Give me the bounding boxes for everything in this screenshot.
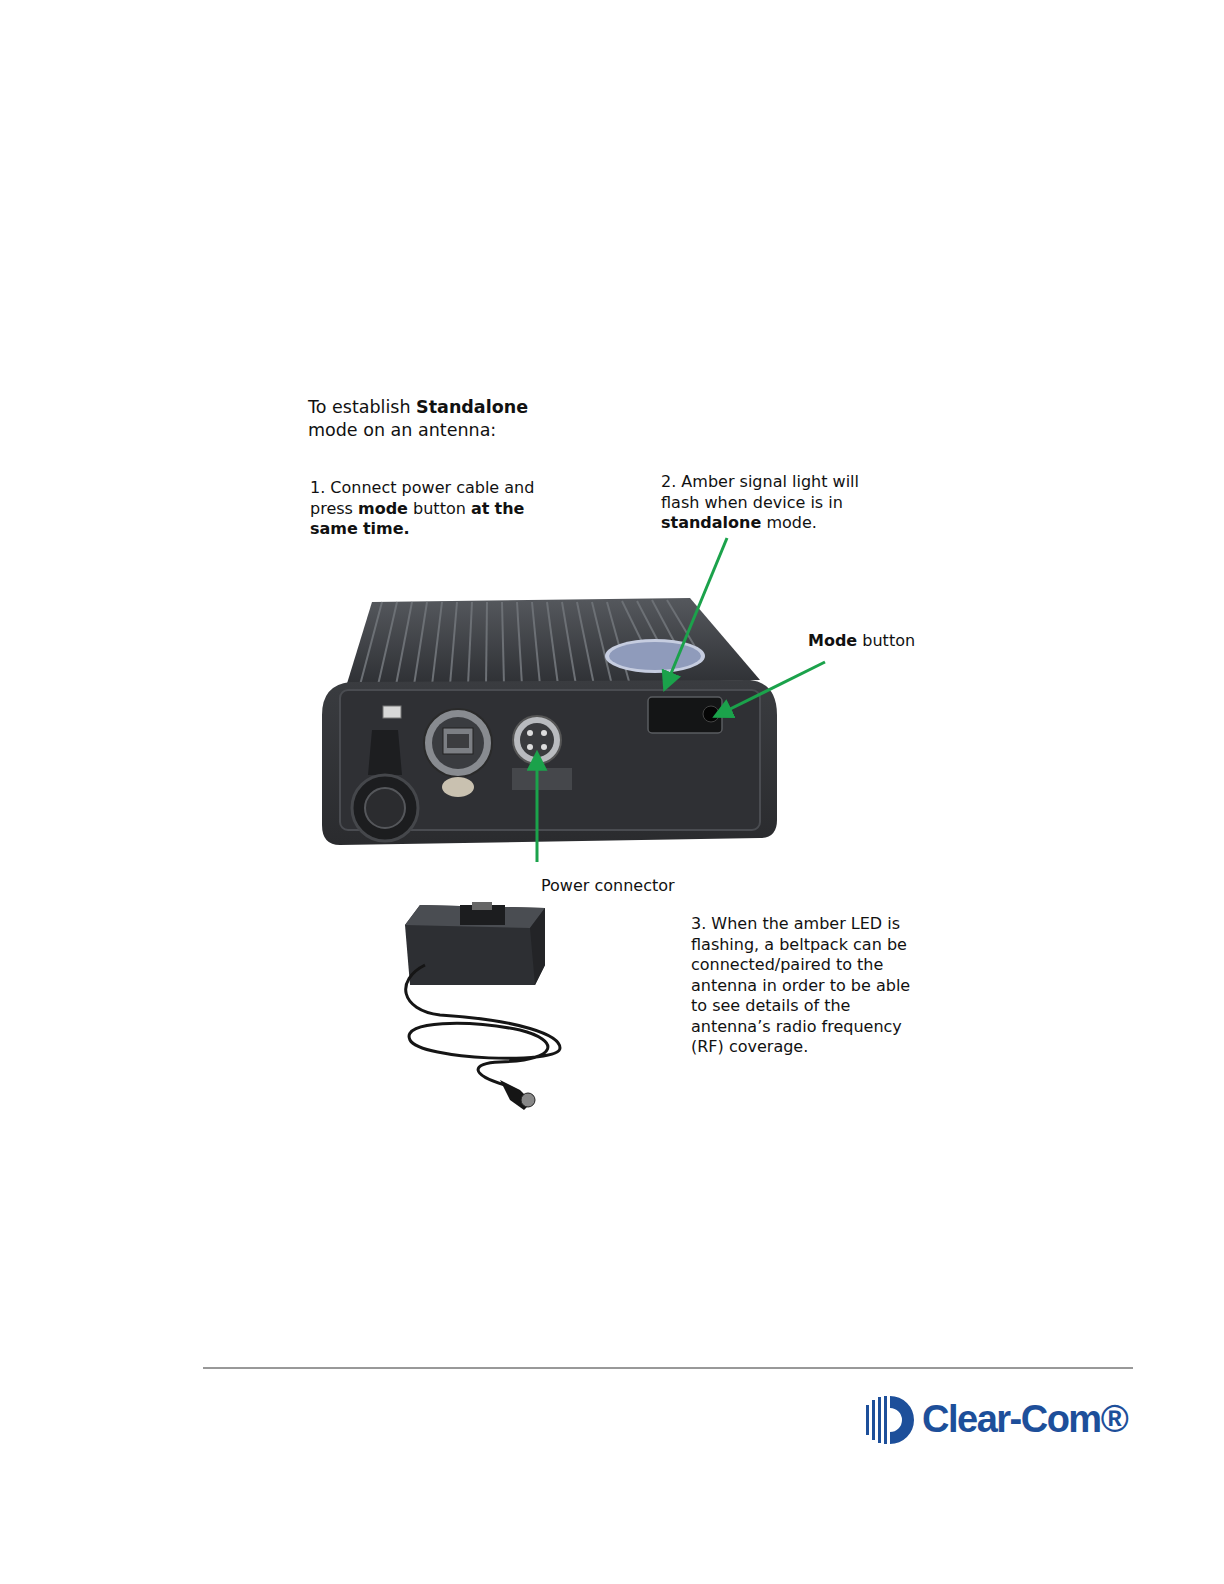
step-note: 1. Connect power cable and press mode bu… [310, 478, 534, 540]
status-window [648, 697, 722, 733]
mode-button [703, 706, 719, 722]
step-note: 2. Amber signal light will flash when de… [661, 472, 859, 534]
part-label: Mode button [808, 631, 915, 652]
usb-port [383, 706, 401, 718]
leader-arrows [537, 538, 825, 862]
antenna-device [322, 598, 777, 845]
step-note: 3. When the amber LED is flashing, a bel… [691, 914, 910, 1058]
logo-mark [866, 1396, 914, 1444]
power-connector-socket [512, 716, 572, 790]
logo-text: Clear-Com® [922, 1399, 1127, 1439]
dust-cap [352, 730, 418, 841]
part-label: Power connector [541, 876, 675, 897]
footer-rule [203, 1368, 1133, 1369]
diagram-title: To establish Standalone mode on an anten… [308, 396, 528, 442]
ethernet-connector [424, 709, 492, 797]
power-supply [405, 902, 560, 1110]
